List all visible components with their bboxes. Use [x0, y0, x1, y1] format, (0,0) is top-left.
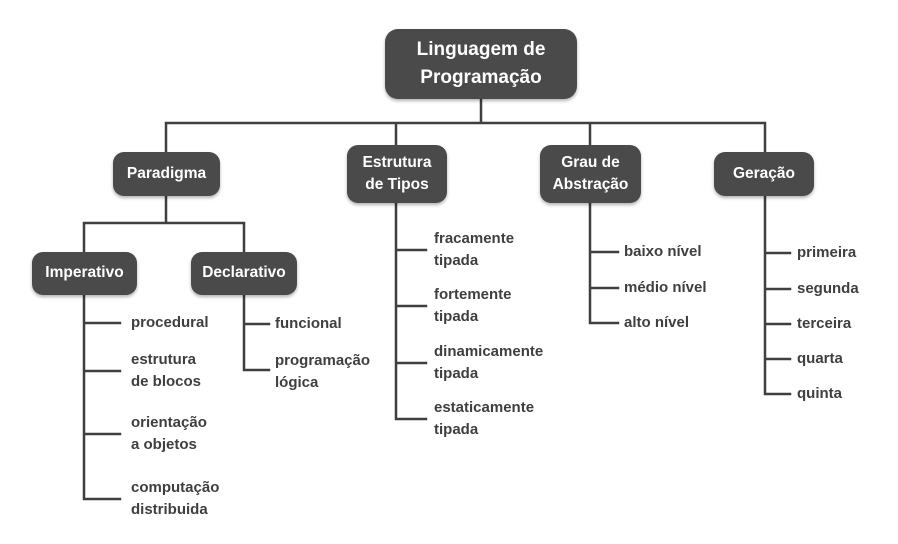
node-grau-de-abstracao: Grau de Abstração — [540, 145, 641, 203]
connector-grau-leaves — [588, 201, 620, 325]
leaf-procedural: procedural — [131, 314, 209, 331]
leaf-fortemente-tipada: fortemente tipada — [434, 286, 512, 325]
leaf-dinamicamente-tipada: dinamicamente tipada — [434, 343, 544, 382]
leaf-funcional: funcional — [275, 315, 342, 332]
leaf-estrutura-de-blocos: estrutura de blocos — [131, 351, 202, 390]
connector-imperativo-leaves — [82, 293, 122, 501]
leaf-terceira: terceira — [797, 315, 852, 332]
node-paradigma: Paradigma — [113, 152, 220, 196]
leaf-estaticamente-tipada: estaticamente tipada — [434, 399, 535, 438]
node-imperativo: Imperativo — [32, 252, 137, 295]
leaf-computacao-distribuida: computação distribuida — [131, 479, 220, 518]
connector-geracao-leaves — [763, 195, 792, 396]
leaf-alto-nivel: alto nível — [624, 314, 690, 331]
leaf-primeira: primeira — [797, 244, 857, 261]
leaf-quarta: quarta — [797, 350, 843, 367]
leaf-fracamente-tipada: fracamente tipada — [434, 230, 515, 269]
leaf-quinta: quinta — [797, 385, 842, 402]
node-linguagem-de-programacao: Linguagem de Programação — [385, 29, 577, 99]
leaf-medio-nivel: médio nível — [624, 279, 707, 296]
node-declarativo: Declarativo — [191, 252, 297, 295]
connector-paradigma-to-children — [82, 194, 246, 254]
leaf-programacao-logica: programação lógica — [275, 352, 371, 391]
connector-declarativo-leaves — [242, 293, 271, 372]
leaf-baixo-nivel: baixo nível — [624, 243, 702, 260]
connector-root-to-level1 — [164, 97, 767, 154]
leaf-orientacao-a-objetos: orientação a objetos — [131, 414, 207, 453]
node-estrutura-de-tipos: Estrutura de Tipos — [347, 145, 447, 203]
node-geracao: Geração — [714, 152, 814, 196]
connector-estrutura-leaves — [394, 201, 428, 421]
leaf-segunda: segunda — [797, 280, 859, 297]
